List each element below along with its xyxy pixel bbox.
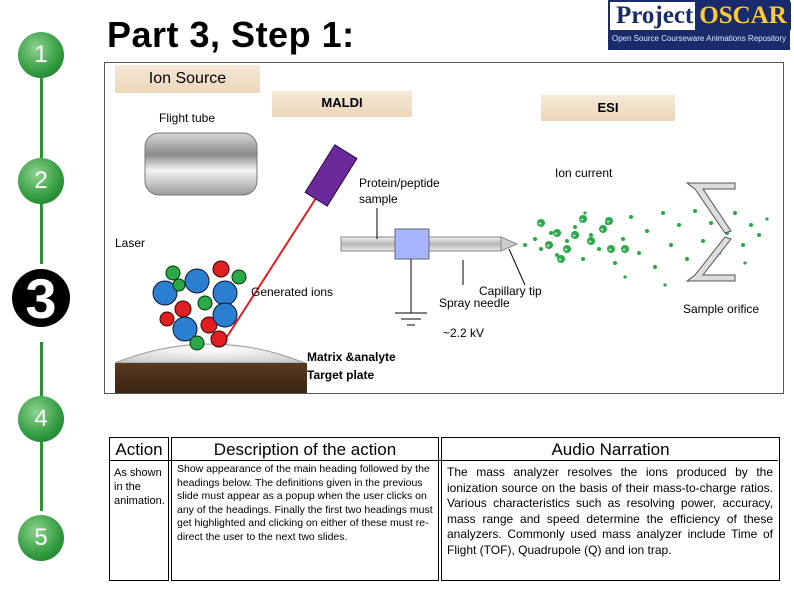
step-connector	[40, 433, 43, 511]
capillary-tip-label: Capillary tip	[479, 284, 542, 298]
voltage-label: ~2.2 kV	[443, 326, 485, 340]
step-4-button[interactable]: 4	[18, 396, 64, 442]
svg-text:+: +	[600, 227, 604, 234]
audio-narration-text: The mass analyzer resolves the ions prod…	[447, 465, 773, 557]
generated-ions-label: Generated ions	[251, 285, 334, 299]
flight-tube-label: Flight tube	[159, 111, 216, 125]
svg-text:+: +	[580, 217, 584, 224]
matrix-analyte-label: Matrix &analyte	[307, 350, 396, 364]
target-plate-label: Target plate	[307, 368, 375, 382]
protein-sample-label: Protein/peptide sample	[359, 176, 440, 206]
protein-sample-box	[304, 144, 358, 207]
ion-source-diagram: + + + + + + + + + + + + Ion Source MALDI…	[104, 62, 784, 394]
generated-ions-cluster	[152, 260, 247, 351]
action-column	[109, 437, 169, 581]
charged-droplets: + + + + + + + + + + + +	[537, 215, 629, 264]
svg-text:+: +	[558, 257, 562, 264]
ion-spray-droplets	[523, 197, 769, 287]
sample-orifice-label: Sample orifice	[683, 302, 760, 316]
step-connector	[40, 204, 43, 264]
svg-text:+: +	[546, 243, 550, 250]
step-1-button[interactable]: 1	[18, 32, 64, 78]
ion-current-label: Ion current	[555, 166, 613, 180]
spray-needle-label: Spray needle	[439, 296, 510, 310]
description-column	[171, 437, 439, 581]
ion-source-heading[interactable]: Ion Source	[115, 65, 260, 93]
needle-electrode	[394, 228, 430, 260]
logo-word-oscar: OSCAR	[695, 2, 791, 30]
svg-text:+: +	[608, 247, 612, 254]
target-plate	[114, 343, 306, 364]
page-title: Part 3, Step 1:	[107, 14, 355, 55]
diagram-graphics: + + + + + + + + + + + +	[114, 132, 769, 393]
step-connector	[40, 342, 43, 397]
target-plate-base	[115, 363, 307, 393]
maldi-heading[interactable]: MALDI	[272, 91, 412, 117]
description-header: Description of the action	[213, 440, 397, 459]
project-oscar-logo: Project OSCAR Open Source Courseware Ani…	[608, 0, 791, 50]
logo-word-project: Project	[610, 2, 696, 30]
step-3-button-active[interactable]: 3	[12, 267, 70, 330]
svg-text:+: +	[538, 221, 542, 228]
svg-text:+: +	[588, 239, 592, 246]
description-text: Show appearance of the main heading foll…	[177, 463, 433, 543]
capillary-tip	[500, 236, 519, 252]
action-header: Action	[115, 440, 163, 459]
audio-column	[441, 437, 780, 581]
svg-text:+: +	[572, 233, 576, 240]
sample-orifice	[685, 182, 736, 282]
laser-beam	[222, 180, 328, 344]
logo-tagline: Open Source Courseware Animations Reposi…	[610, 30, 788, 48]
step-connector	[40, 78, 43, 168]
audio-header: Audio Narration	[551, 440, 670, 459]
action-text: As shown in the animation.	[114, 467, 165, 507]
svg-text:+: +	[622, 247, 626, 254]
svg-text:+: +	[554, 231, 558, 238]
svg-text:+: +	[606, 219, 610, 226]
flight-tube	[144, 132, 258, 196]
esi-heading[interactable]: ESI	[541, 95, 675, 121]
laser-label: Laser	[115, 236, 146, 250]
step-2-button[interactable]: 2	[18, 158, 64, 204]
svg-text:+: +	[564, 247, 568, 254]
step-5-button[interactable]: 5	[18, 515, 64, 561]
table-header-divider	[109, 460, 778, 461]
